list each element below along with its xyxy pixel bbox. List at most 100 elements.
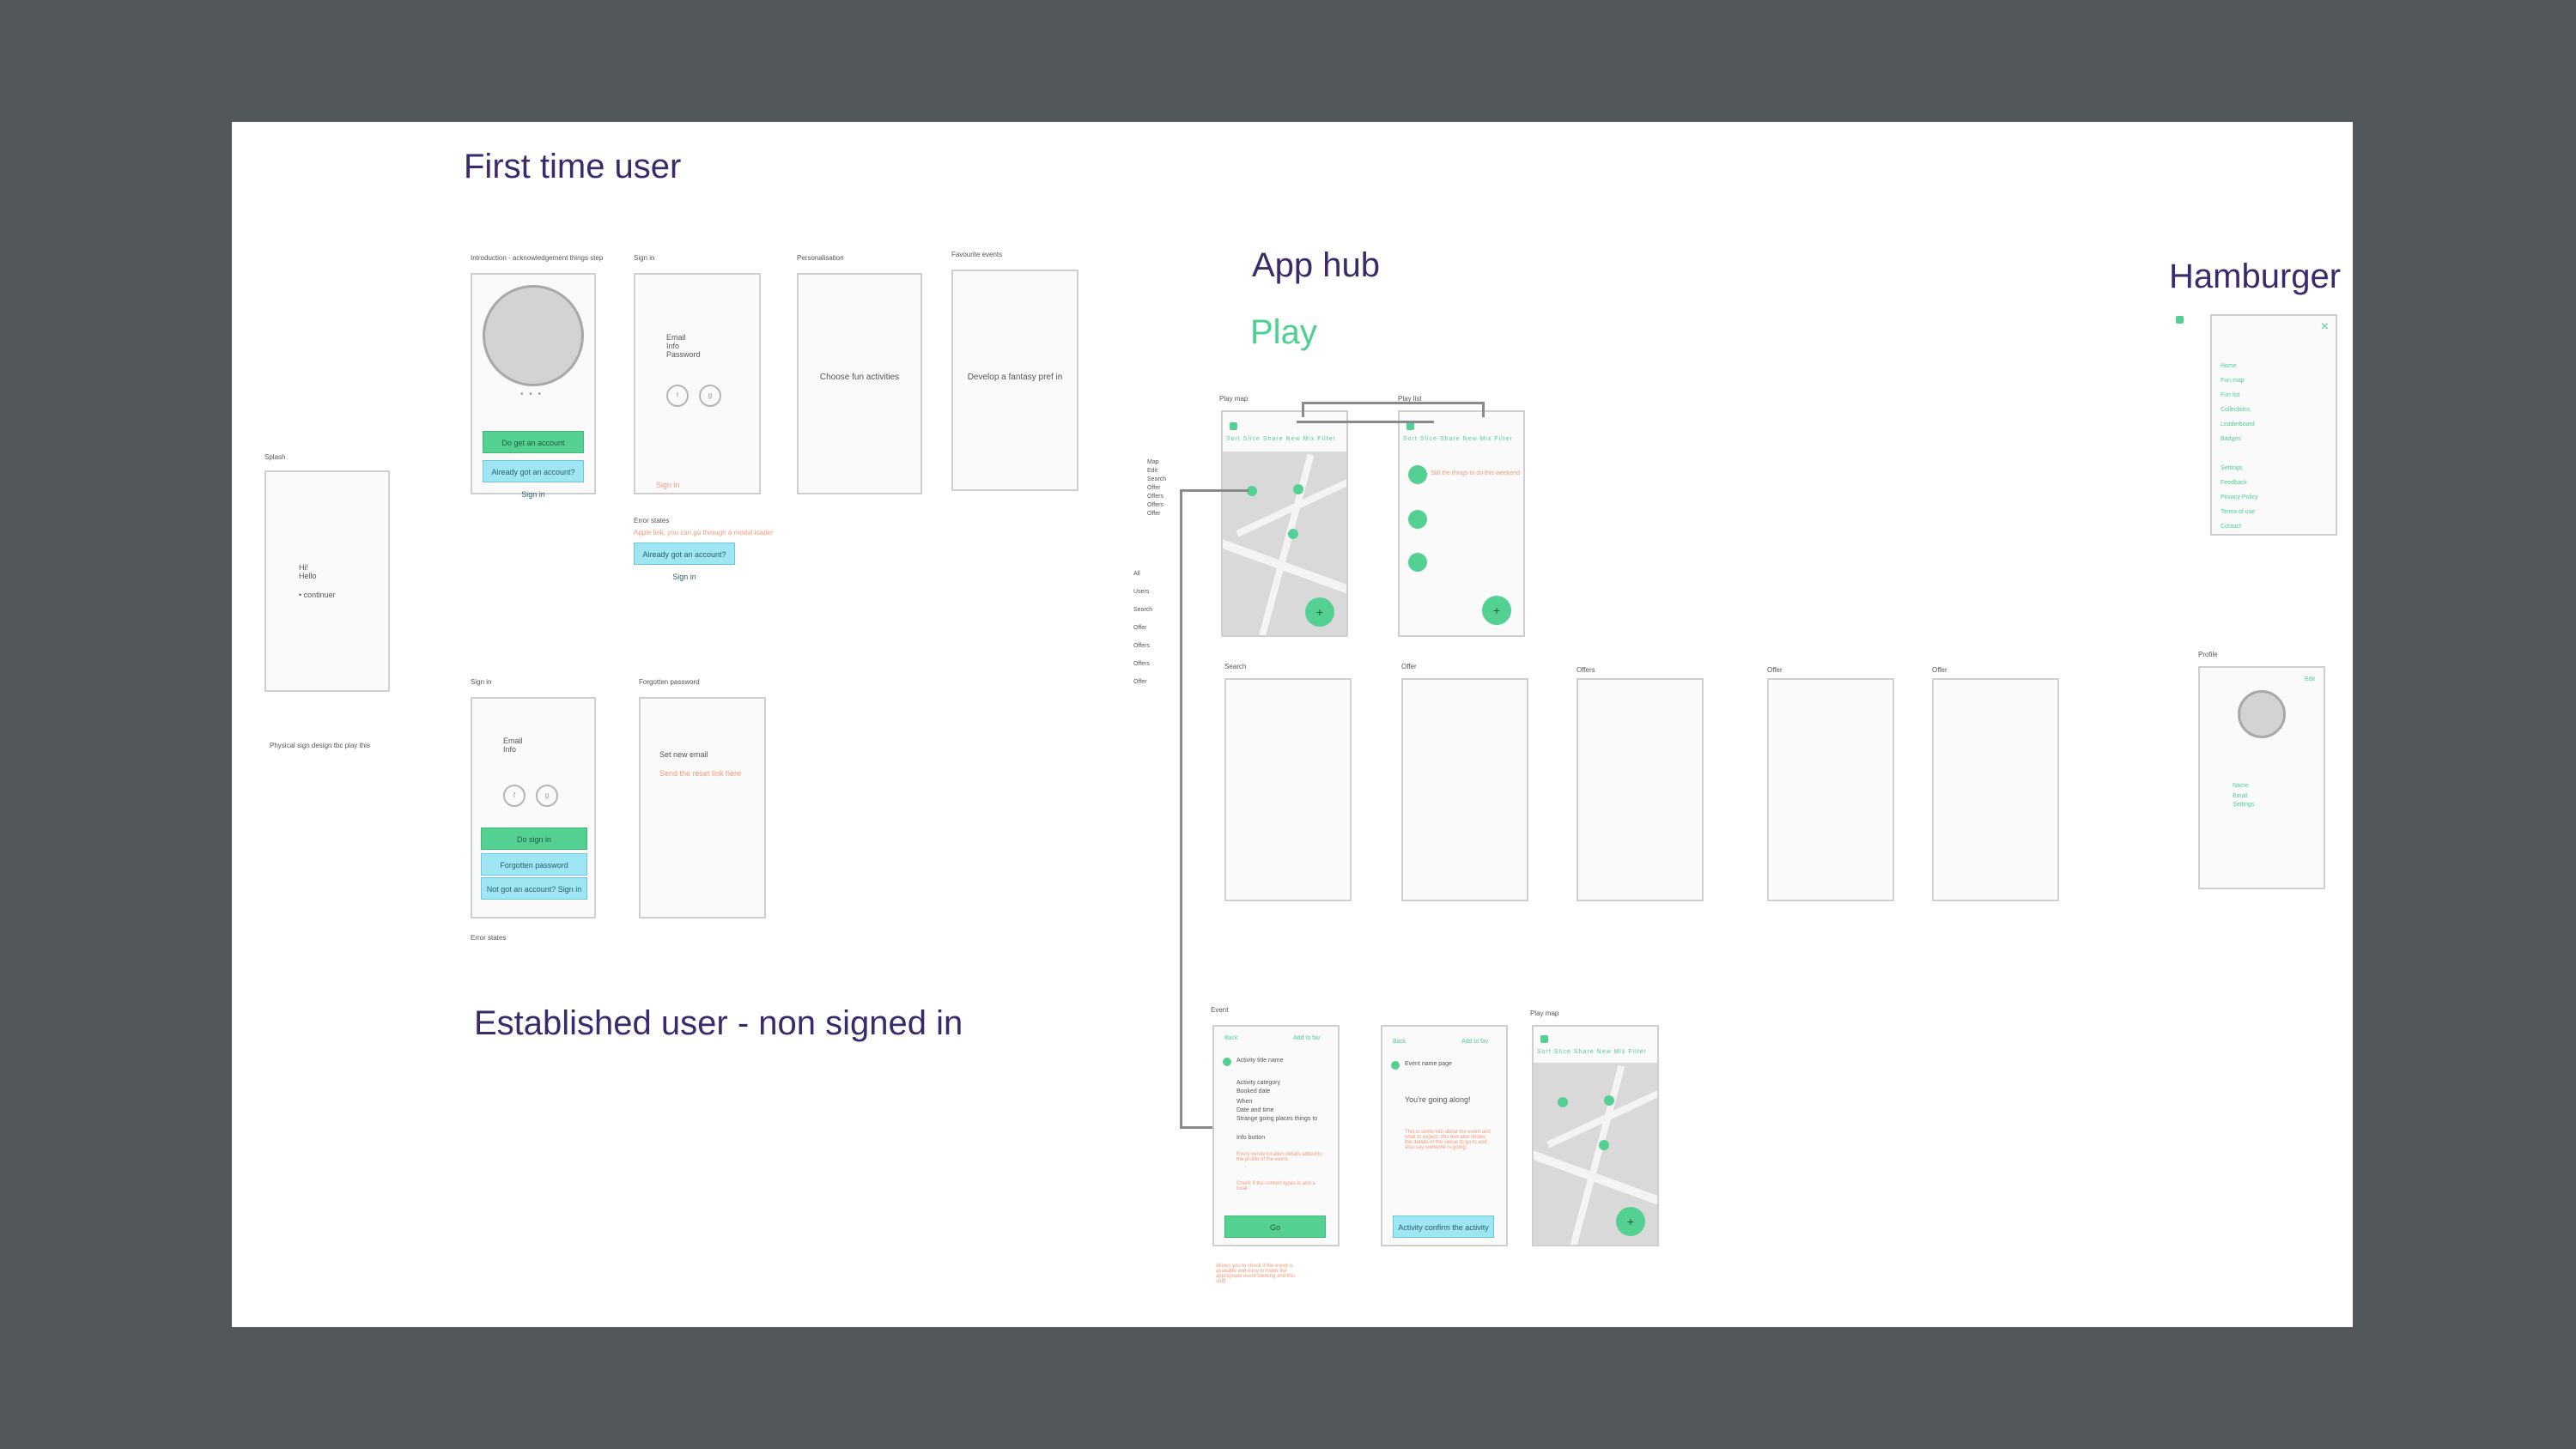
event-icon [1223,1058,1231,1066]
hamburger-marker-icon [2176,316,2184,324]
menu-icon[interactable] [1540,1035,1548,1043]
map-pin[interactable] [1599,1140,1609,1150]
connector [1180,1126,1224,1129]
add-fav-link[interactable]: Add to fav [1293,1035,1321,1041]
est-footnote: Error states [471,934,507,942]
event-caption: Event [1211,1006,1229,1014]
event-red-note: Every venue location details added to th… [1236,1152,1322,1162]
filter-tabs[interactable]: Sort Slice Share New Mix Filter [1226,436,1336,442]
facebook-icon[interactable]: f [503,785,526,807]
info-field[interactable]: Info [503,745,517,754]
event-meta: When [1236,1099,1253,1105]
back-link[interactable]: Back [1224,1035,1238,1041]
event-icon [1391,1061,1400,1070]
favourites-caption: Favourite events [951,251,1003,258]
menu-item[interactable]: Contact [2221,524,2242,530]
favourites-body: Develop a fantasy pref in [967,373,1063,382]
personalisation-caption: Personalisation [797,254,844,262]
map-view[interactable]: + [1223,452,1346,635]
add-fav-link[interactable]: Add to fav [1461,1039,1489,1045]
event-frame: Back Add to fav Activity title name Acti… [1212,1025,1340,1246]
google-icon[interactable]: g [699,385,721,407]
facebook-icon[interactable]: f [666,385,689,407]
add-fab-icon[interactable]: + [1305,597,1334,627]
menu-item[interactable]: Terms of use [2221,509,2256,515]
row-caption: Search [1224,663,1247,670]
est-signin-frame: Email Info f g Do sign in Forgotten pass… [471,697,596,919]
connector [1297,421,1434,423]
row-caption: Offers [1577,666,1595,674]
get-account-button[interactable]: Do get an account [483,431,584,453]
confirm-activity-button[interactable]: Activity confirm the activity [1393,1216,1494,1238]
menu-item[interactable]: Fun list [2221,392,2240,398]
filter-tabs[interactable]: Sort Slice Share New Mix Filter [1537,1049,1647,1055]
intro-caption: Introduction - acknowledgement things st… [471,254,604,262]
forgotten-line: Set new email [659,750,708,759]
row-caption: Offer [1401,663,1417,670]
password-field[interactable]: Password [666,350,701,359]
intro-frame: • • • Do get an account Already got an a… [471,273,596,499]
close-icon[interactable]: × [2320,319,2329,334]
connector [1302,402,1484,404]
menu-item[interactable]: Home [2221,363,2237,369]
offers-frame [1577,678,1704,901]
list-item-label[interactable]: Still the things to do this weekend [1431,470,1520,476]
map-pin[interactable] [1293,484,1303,494]
confirm-frame: Back Add to fav Event name page You're g… [1381,1025,1508,1246]
splash-footnote: Physical sign design tbc play this [270,742,370,749]
map-pin[interactable] [1558,1097,1568,1107]
menu-item[interactable]: Privacy Policy [2221,494,2258,500]
back-link[interactable]: Back [1393,1039,1406,1045]
map-pin[interactable] [1604,1095,1614,1106]
list-item-icon[interactable] [1408,510,1427,529]
do-sign-in-button[interactable]: Do sign in [481,828,587,850]
offer-frame [1932,678,2059,901]
email-field[interactable]: Email [666,333,686,342]
splash-line: Hi! [299,563,308,572]
info-field[interactable]: Info [666,342,680,350]
menu-item[interactable]: Collections [2221,407,2251,413]
forgotten-password-button[interactable]: Forgotten password [481,853,587,876]
filter-tabs[interactable]: Sort Slice Share New Mix Filter [1403,436,1513,442]
menu-item[interactable]: Feedback [2221,480,2247,486]
add-fab-icon[interactable]: + [1482,596,1511,625]
personalisation-frame: Choose fun activities [797,273,922,494]
heading-established-user: Established user - non signed in [474,1004,963,1042]
google-icon[interactable]: g [536,785,558,807]
menu-items[interactable]: Home Fun map Fun list Collections Leader… [2221,359,2258,534]
splash-frame: Hi! Hello • continuer [264,470,390,692]
forgotten-link[interactable]: Send the reset link here [659,769,742,778]
edit-link[interactable]: Edit [2304,676,2315,682]
menu-icon[interactable] [1406,422,1414,430]
signin-link[interactable]: Sign in [656,481,680,489]
map-view[interactable]: + [1534,1063,1657,1245]
intro-illustration [483,285,584,386]
go-button[interactable]: Go [1224,1216,1326,1238]
event-footnote: Allows you to check if the event is avai… [1216,1264,1296,1284]
confirm-body: You're going along! [1405,1095,1471,1104]
menu-item[interactable]: Fun map [2221,378,2245,384]
no-account-button[interactable]: Not got an account? Sign in [481,877,587,900]
hub-sidebar-top: Map Edit Search Offer Offers Offers Offe… [1147,459,1167,517]
email-field[interactable]: Email [503,737,523,745]
event-red-note: Check if the content types is and a loca… [1236,1181,1315,1191]
menu-icon[interactable] [1230,422,1237,430]
whiteboard-canvas: First time user App hub Play Hamburger E… [232,122,2353,1327]
list-item-icon[interactable] [1408,465,1427,484]
list-item-icon[interactable] [1408,553,1427,572]
already-account-button[interactable]: Already got an account? Sign in [483,460,584,499]
connector [1180,489,1249,492]
hamburger-menu-frame: × Home Fun map Fun list Collections Lead… [2210,314,2337,536]
splash-line: Hello [299,572,317,580]
play-map2-frame: Sort Slice Share New Mix Filter + [1532,1025,1659,1246]
signin-note-button[interactable]: Already got an account? Sign in [634,543,735,581]
map-pin[interactable] [1288,529,1298,539]
menu-item[interactable]: Leaderboard [2221,421,2255,427]
menu-item[interactable]: Settings [2221,465,2243,471]
menu-item[interactable]: Badges [2221,436,2241,442]
add-fab-icon[interactable]: + [1616,1207,1645,1236]
map-pin[interactable] [1247,486,1257,496]
event-meta: Booked date [1236,1088,1271,1094]
profile-caption: Profile [2198,651,2218,658]
